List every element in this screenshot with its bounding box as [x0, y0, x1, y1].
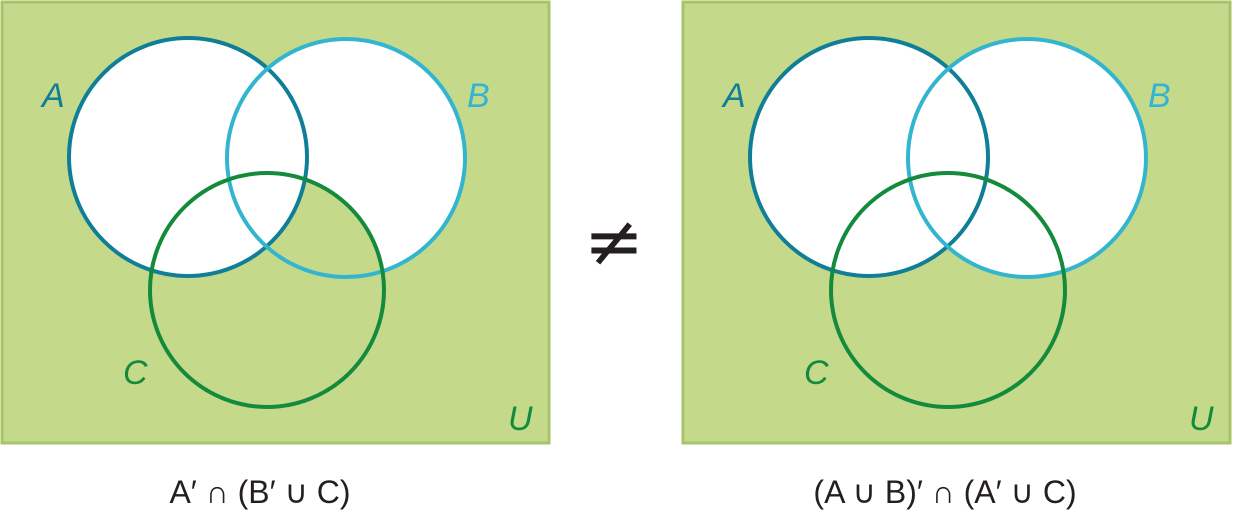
left-circle-b	[225, 37, 467, 279]
left-circle-a	[67, 36, 309, 278]
left-region-a-cover	[69, 38, 307, 276]
right-label-c: C	[804, 354, 829, 392]
left-circle-c	[148, 171, 386, 409]
left-venn-diagram: A B C U	[0, 0, 551, 445]
right-circle-a	[748, 36, 990, 278]
right-venn-diagram: A B C U	[681, 0, 1232, 445]
right-label-u: U	[1189, 400, 1214, 438]
right-set-b-fill	[908, 39, 1146, 277]
left-caption: A′ ∩ (B′ ∪ C)	[169, 474, 350, 510]
right-label-b: B	[1148, 77, 1171, 115]
left-label-u: U	[508, 400, 533, 438]
right-label-a: A	[721, 77, 746, 115]
left-label-b: B	[467, 77, 490, 115]
left-region-b-and-c	[227, 173, 384, 277]
left-label-c: C	[123, 354, 148, 392]
right-caption: (A ∪ B)′ ∩ (A′ ∪ C)	[813, 474, 1076, 510]
right-circle-b	[906, 37, 1148, 279]
left-label-a: A	[40, 77, 65, 115]
right-circle-c	[829, 171, 1067, 409]
not-equal-symbol: ≠	[584, 199, 644, 283]
